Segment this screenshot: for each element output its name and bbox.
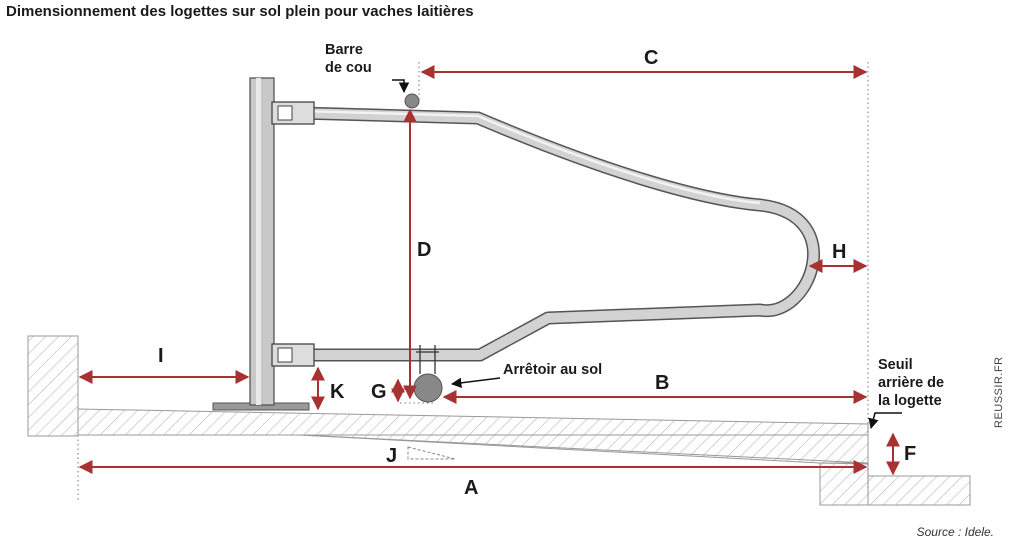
front-wall [27, 335, 79, 437]
annotation-neck-rail-line2: de cou [325, 60, 372, 76]
diagram-title: Dimensionnement des logettes sur sol ple… [6, 3, 474, 20]
watermark: REUSSIR.FR [993, 356, 1005, 428]
annotation-rear-curb-line3: la logette [878, 393, 942, 409]
dimension-arrows [78, 65, 900, 476]
label-J: J [386, 445, 397, 467]
label-H: H [832, 241, 846, 263]
rear-alley-step [819, 462, 971, 506]
guide-lines [77, 62, 869, 500]
label-A: A [464, 477, 478, 499]
annotation-rear-curb-line2: arrière de [878, 375, 944, 391]
vertical-post [249, 77, 275, 406]
stall-divider-pipe [293, 106, 821, 362]
neck-rail [404, 93, 420, 109]
annotation-floor-stop: Arrêtoir au sol [503, 362, 602, 378]
source-credit: Source : Idele. [916, 525, 994, 539]
lower-clamp [271, 343, 315, 367]
label-C: C [644, 47, 658, 69]
label-F: F [904, 443, 916, 465]
stall-floor [77, 408, 869, 465]
annotation-neck-rail-line1: Barre [325, 42, 363, 58]
slope-indicator [407, 446, 456, 460]
label-B: B [655, 372, 669, 394]
label-D: D [417, 239, 431, 261]
pointer-arrows [392, 79, 902, 430]
label-K: K [330, 381, 345, 403]
label-I: I [158, 345, 164, 367]
annotation-rear-curb-line1: Seuil [878, 357, 913, 373]
upper-clamp [271, 101, 315, 125]
label-G: G [371, 381, 387, 403]
